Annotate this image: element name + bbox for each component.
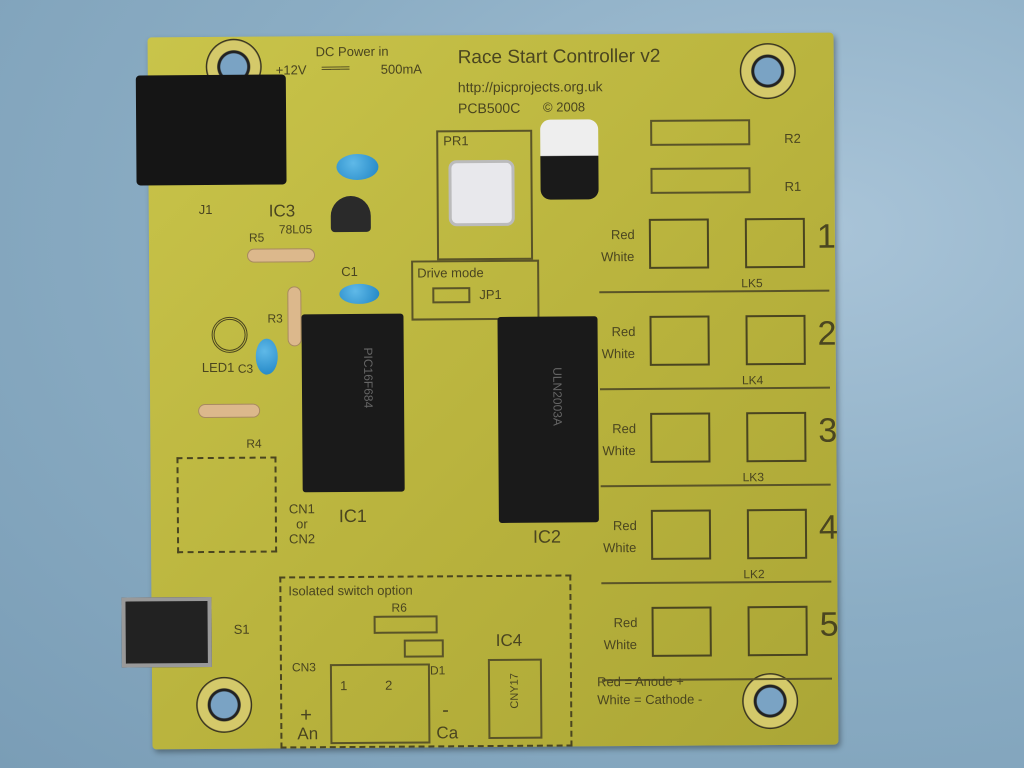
label-white: White — [603, 540, 637, 556]
label-led1: LED1 — [201, 359, 235, 376]
connector-left — [650, 509, 712, 560]
label-white: White — [603, 637, 638, 653]
divider — [599, 289, 830, 294]
label-red: Red — [612, 517, 637, 534]
capacitor — [336, 153, 379, 181]
board-copyright: © 2008 — [542, 99, 586, 115]
label-isolated: Isolated switch option — [288, 582, 413, 599]
link-label: LK4 — [741, 373, 764, 388]
label-r2: R2 — [784, 130, 801, 146]
label-jp1: JP1 — [479, 286, 502, 303]
diode-d1-footprint — [403, 639, 444, 658]
label-white: White — [602, 443, 636, 459]
resistor-r6-footprint — [373, 615, 438, 634]
label-white: White — [601, 346, 636, 362]
label-white: White — [601, 249, 635, 265]
push-button-s1[interactable] — [121, 596, 212, 668]
label-red: Red — [613, 614, 638, 631]
voltage-regulator — [330, 195, 371, 233]
legend-cathode: White = Cathode - — [597, 691, 703, 708]
channel-number: 2 — [817, 314, 837, 353]
label-pr1: PR1 — [443, 133, 469, 149]
board-url: http://picprojects.org.uk — [457, 78, 603, 96]
channel-number: 1 — [816, 217, 836, 256]
resistor-r2-footprint — [650, 119, 751, 146]
power-current: 500mA — [380, 61, 423, 77]
label-r6: R6 — [391, 600, 407, 615]
potentiometer[interactable] — [448, 159, 515, 227]
mounting-hole — [195, 676, 253, 734]
pcb-board: DC Power in +12V ═══ 500mA Race Start Co… — [121, 32, 839, 750]
label-c1: C1 — [341, 263, 358, 280]
label-ic1: IC1 — [338, 505, 367, 527]
resistor-r4 — [198, 403, 261, 419]
cn3-terminal — [329, 663, 431, 745]
board-part: PCB500C — [457, 99, 521, 117]
resistor-r1-footprint — [650, 167, 751, 194]
label-pin2: 2 — [384, 677, 393, 693]
connector-right — [746, 508, 808, 560]
channel-number: 3 — [818, 411, 838, 450]
link-label: LK5 — [741, 276, 763, 291]
capacitor-c3 — [255, 338, 278, 375]
label-ic2: IC2 — [532, 526, 562, 547]
connector-left — [650, 412, 711, 463]
channel-number: 4 — [818, 508, 839, 547]
led-footprint — [211, 316, 248, 353]
label-drive-mode: Drive mode — [417, 265, 484, 281]
label-ca: Ca — [436, 723, 459, 743]
connector-right — [747, 605, 808, 657]
label-red: Red — [610, 227, 635, 243]
resistor-r5 — [247, 248, 316, 263]
board-title: Race Start Controller v2 — [457, 45, 661, 69]
label-c3: C3 — [237, 361, 254, 376]
connector-left — [651, 606, 712, 657]
mounting-hole — [739, 42, 796, 100]
label-ic1-chip: PIC16F684 — [361, 347, 376, 409]
label-ic3: IC3 — [268, 201, 296, 221]
label-ic4: IC4 — [495, 630, 523, 650]
label-r3: R3 — [267, 311, 283, 326]
label-red: Red — [612, 421, 637, 437]
connector-right — [745, 314, 806, 366]
channel-number: 5 — [819, 605, 839, 644]
label-d1: D1 — [429, 663, 446, 678]
label-j1: J1 — [198, 201, 213, 218]
dc-jack — [135, 74, 287, 186]
label-cny17: CNY17 — [508, 673, 521, 709]
label-pin1: 1 — [340, 678, 348, 694]
label-r4: R4 — [246, 436, 262, 451]
dc-symbol: ═══ — [321, 59, 350, 76]
connector-right — [744, 217, 806, 269]
mounting-hole — [741, 672, 799, 730]
label-ic2-chip: ULN2003A — [550, 367, 565, 426]
label-cn3: CN3 — [291, 660, 316, 675]
ic1-socket — [301, 313, 405, 493]
capacitor-c1 — [339, 283, 380, 305]
resistor-r3 — [287, 286, 302, 347]
divider — [600, 483, 831, 488]
cn-footprint — [176, 456, 278, 554]
divider — [601, 580, 832, 585]
label-s1: S1 — [233, 621, 250, 637]
label-78l05: 78L05 — [278, 222, 313, 237]
connector-left — [649, 315, 710, 366]
label-minus: - — [442, 699, 449, 722]
link-label: LK3 — [742, 470, 765, 485]
electrolytic-capacitor — [540, 119, 599, 200]
connector-right — [746, 411, 807, 463]
connector-left — [648, 218, 710, 269]
jumper-jp1[interactable] — [432, 287, 471, 304]
ic2-socket — [497, 316, 599, 523]
label-red: Red — [611, 324, 636, 340]
power-label: DC Power in — [315, 43, 389, 60]
legend-anode: Red = Anode + — [596, 673, 684, 690]
divider — [599, 386, 830, 391]
label-r5: R5 — [248, 230, 265, 245]
label-an: An — [297, 724, 319, 744]
label-r1: R1 — [784, 178, 802, 194]
link-label: LK2 — [743, 567, 765, 582]
